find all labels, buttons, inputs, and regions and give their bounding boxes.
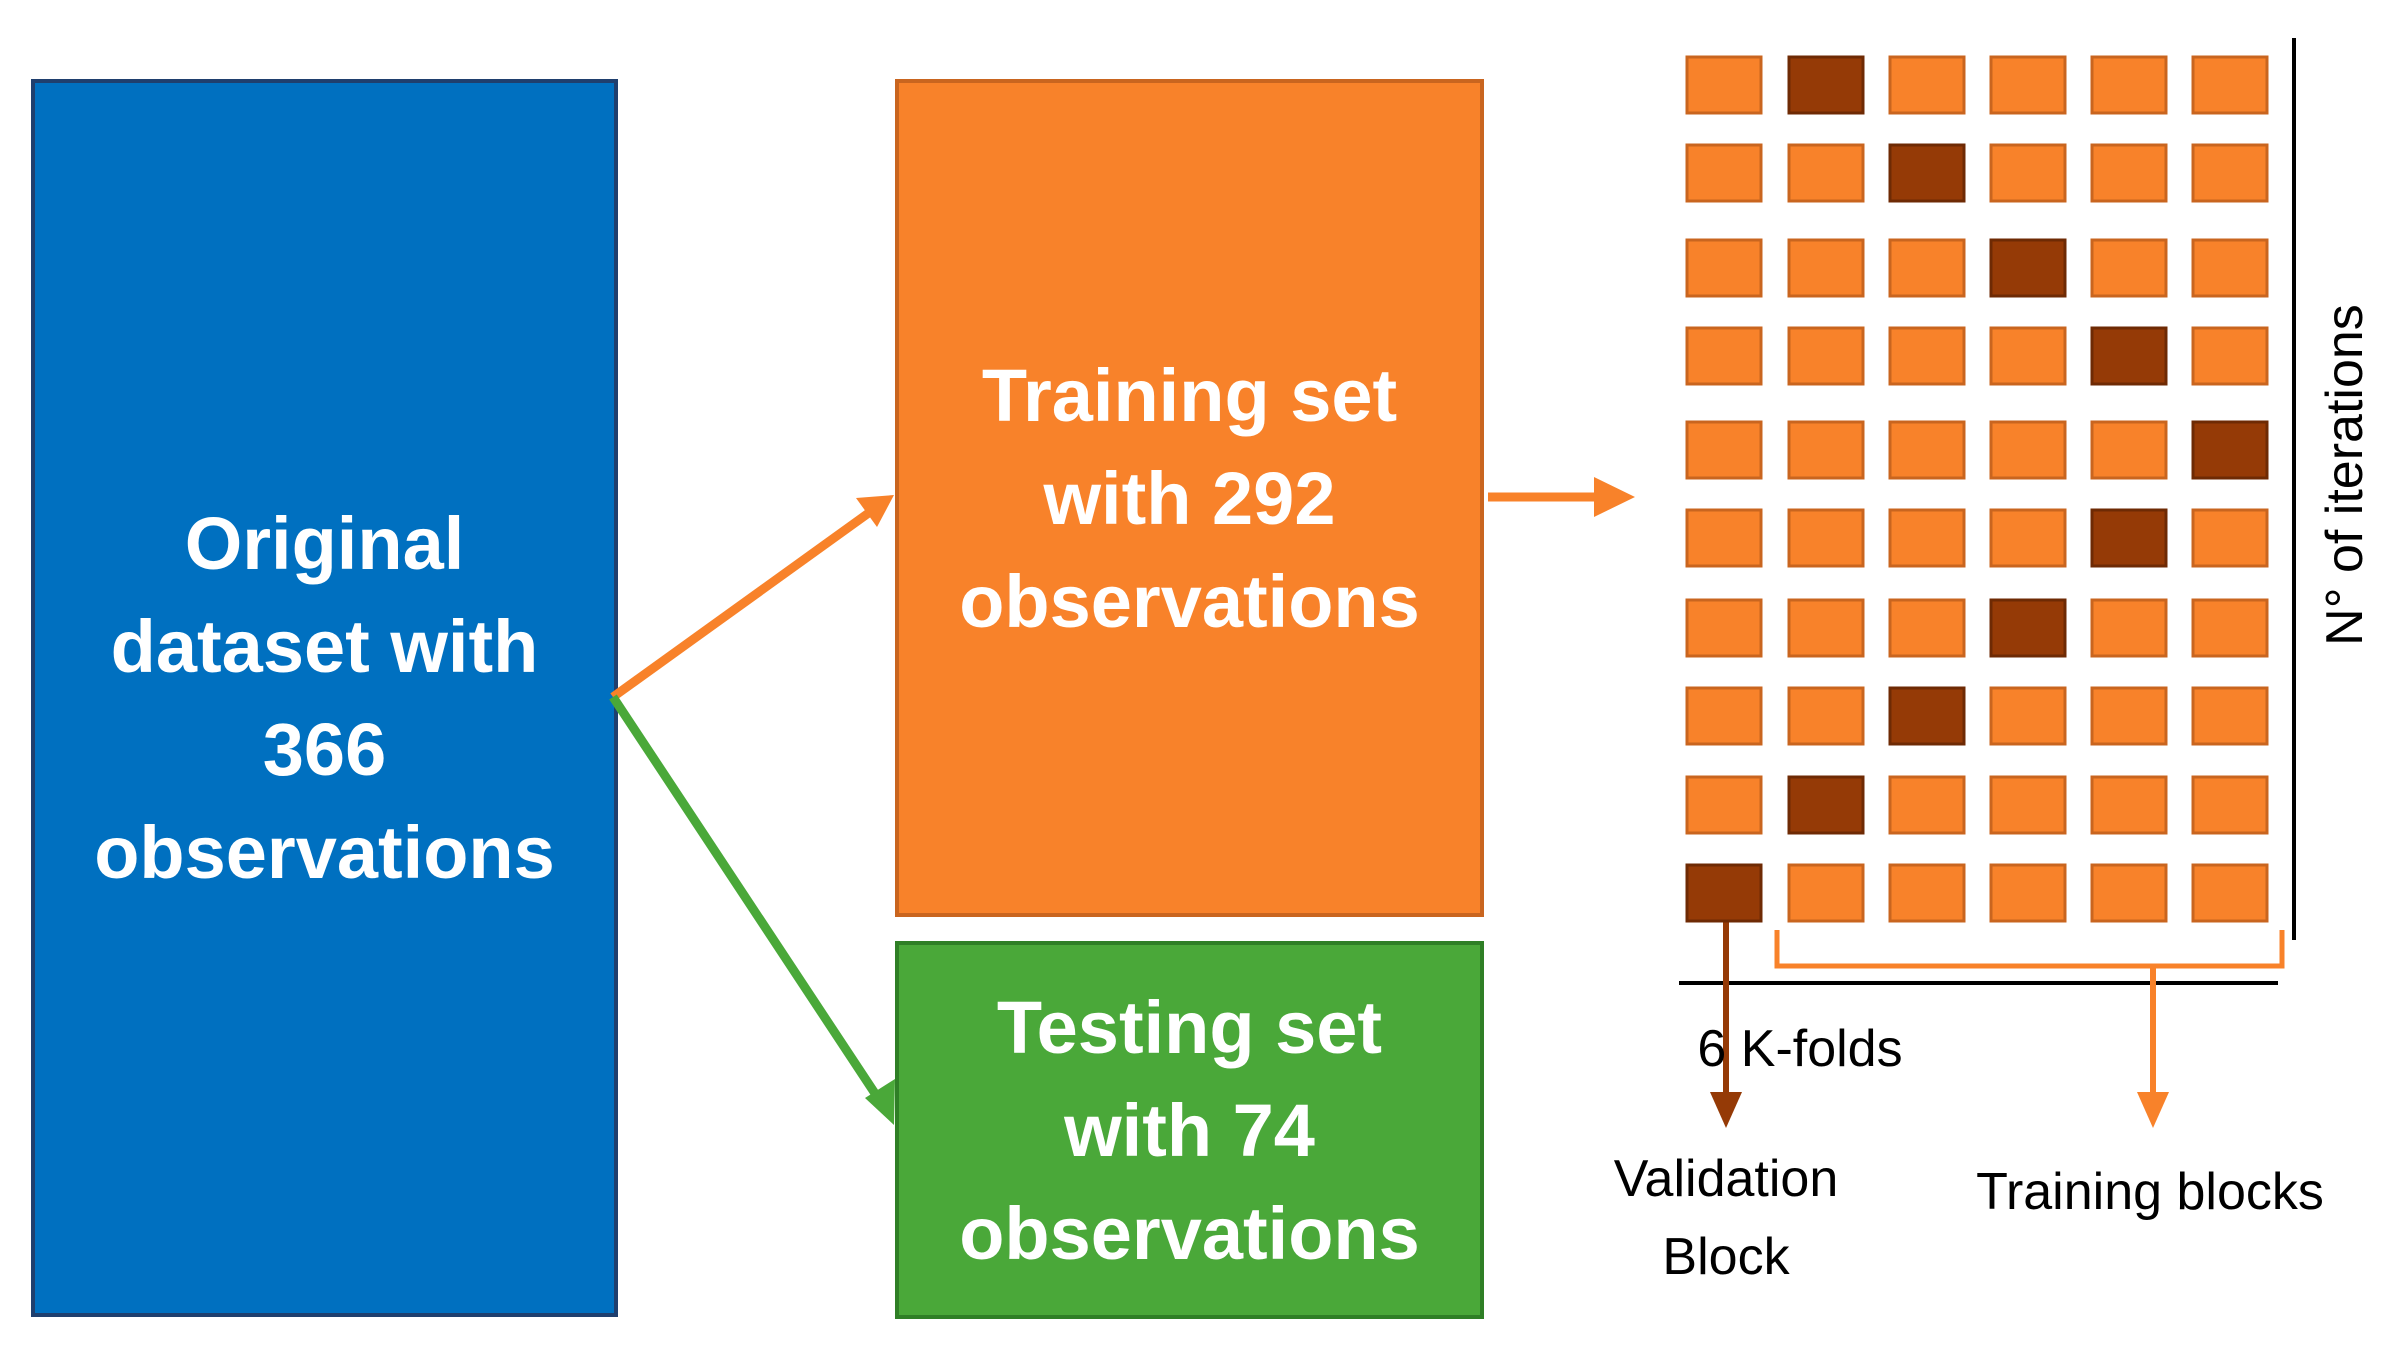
- training-block: [2090, 238, 2168, 298]
- training-block: [1685, 143, 1763, 203]
- training-block: [1989, 143, 2067, 203]
- training-blocks-label: Training blocks: [1976, 1163, 2324, 1221]
- training-block: [1787, 143, 1865, 203]
- training-block: [1787, 863, 1865, 923]
- training-block: [1989, 420, 2067, 480]
- validation-block: [2191, 420, 2269, 480]
- training-block: [1888, 598, 1966, 658]
- training-block: [1989, 863, 2067, 923]
- training-block: [1989, 508, 2067, 568]
- validation-block: [1787, 55, 1865, 115]
- original-line-4: observations: [94, 811, 555, 894]
- training-line-2: with 292: [1043, 456, 1336, 540]
- validation-label-line-2: Block: [1662, 1228, 1790, 1286]
- training-block: [1989, 326, 2067, 386]
- training-block: [1888, 420, 1966, 480]
- training-set-box: Training set with 292 observations: [895, 79, 1484, 917]
- arrow-to-testing-head: [865, 1079, 895, 1125]
- training-block: [1888, 863, 1966, 923]
- validation-block: [2090, 326, 2168, 386]
- testing-line-1: Testing set: [996, 985, 1383, 1069]
- validation-block-label: Validation Block: [1561, 1140, 1891, 1296]
- training-block: [2191, 326, 2269, 386]
- training-block: [2191, 55, 2269, 115]
- training-blocks-bracket: [1774, 930, 2285, 969]
- training-block: [1989, 686, 2067, 746]
- validation-block: [1787, 775, 1865, 835]
- training-block: [1989, 775, 2067, 835]
- validation-block: [1888, 686, 1966, 746]
- training-block: [2191, 775, 2269, 835]
- arrow-to-kfold-head: [1594, 477, 1635, 517]
- original-line-2: dataset with: [110, 605, 539, 688]
- validation-block: [2090, 508, 2168, 568]
- training-block: [1685, 598, 1763, 658]
- training-block: [1989, 55, 2067, 115]
- k-folds-label: 6 K-folds: [1697, 1020, 1903, 1078]
- training-block: [2191, 598, 2269, 658]
- arrows-layer: [609, 38, 2296, 1128]
- training-block: [1685, 686, 1763, 746]
- validation-block: [1989, 238, 2067, 298]
- training-block: [1888, 326, 1966, 386]
- training-block: [1787, 686, 1865, 746]
- testing-set-box: Testing set with 74 observations: [895, 941, 1484, 1319]
- training-block: [1787, 598, 1865, 658]
- original-line-1: Original: [184, 502, 465, 585]
- training-line-1: Training set: [981, 353, 1398, 437]
- kfold-grid: [1685, 55, 2269, 923]
- validation-block: [1989, 598, 2067, 658]
- training-line-3: observations: [959, 559, 1420, 643]
- training-block: [1787, 508, 1865, 568]
- training-block: [1787, 420, 1865, 480]
- training-block: [1685, 775, 1763, 835]
- training-block: [1685, 55, 1763, 115]
- validation-arrow-head: [1710, 1092, 1742, 1128]
- training-block: [2191, 863, 2269, 923]
- training-block: [2191, 686, 2269, 746]
- training-block: [2090, 863, 2168, 923]
- training-block: [2191, 238, 2269, 298]
- validation-label-line-1: Validation: [1613, 1150, 1839, 1208]
- training-block: [2191, 508, 2269, 568]
- testing-line-3: observations: [959, 1191, 1420, 1275]
- iterations-label: N° of iterations: [2316, 304, 2374, 646]
- training-block: [2191, 143, 2269, 203]
- validation-block: [1685, 863, 1763, 923]
- training-block: [1787, 326, 1865, 386]
- training-block: [1685, 420, 1763, 480]
- training-block: [2090, 55, 2168, 115]
- training-block: [2090, 686, 2168, 746]
- original-line-3: 366: [262, 708, 387, 791]
- original-dataset-box: Original dataset with 366 observations: [31, 79, 618, 1317]
- arrow-to-testing-shaft: [609, 694, 882, 1101]
- training-block: [1685, 238, 1763, 298]
- training-block: [1888, 55, 1966, 115]
- validation-block: [1888, 143, 1966, 203]
- training-block: [2090, 775, 2168, 835]
- training-block: [1685, 508, 1763, 568]
- training-block: [2090, 598, 2168, 658]
- training-block: [1888, 238, 1966, 298]
- training-block: [1888, 775, 1966, 835]
- training-blocks-arrow-head: [2137, 1092, 2169, 1128]
- training-block: [2090, 143, 2168, 203]
- training-block: [1787, 238, 1865, 298]
- testing-line-2: with 74: [1064, 1088, 1315, 1172]
- training-block: [2090, 420, 2168, 480]
- training-block: [1685, 326, 1763, 386]
- arrow-to-training-shaft: [610, 508, 873, 701]
- arrow-to-training-head: [856, 495, 894, 527]
- training-block: [1888, 508, 1966, 568]
